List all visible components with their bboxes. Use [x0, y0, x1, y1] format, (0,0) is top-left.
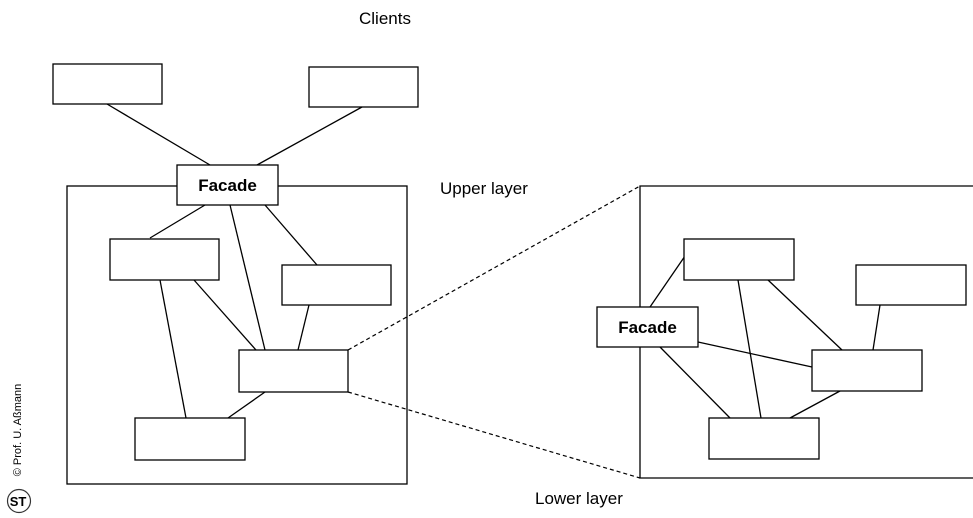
- lower-connection: [697, 341, 813, 368]
- upper-component-box: [134, 417, 246, 461]
- lower-component-box: [683, 238, 795, 281]
- zoom-line-bottom: [347, 391, 641, 479]
- lower-facade-box: [596, 306, 699, 348]
- upper-connection: [297, 304, 310, 351]
- upper-component-box: [238, 349, 349, 393]
- lower-component-box: [708, 417, 820, 460]
- lower-connection: [659, 346, 731, 419]
- lower-facade-label: Facade: [618, 318, 677, 337]
- client-box-left: [52, 63, 163, 105]
- upper-facade-label: Facade: [198, 176, 257, 195]
- lower-layer-label: Lower layer: [535, 489, 623, 508]
- st-logo-icon: ST: [6, 488, 32, 514]
- client-box-right: [308, 66, 419, 108]
- upper-layer-label: Upper layer: [440, 179, 528, 198]
- lower-component-box: [811, 349, 923, 392]
- client-left-connection: [106, 103, 211, 166]
- zoom-line-top: [347, 185, 641, 351]
- clients-label: Clients: [359, 9, 411, 28]
- upper-connection: [159, 279, 187, 419]
- lower-component-box: [855, 264, 967, 306]
- copyright-credit: © Prof. U. Aßmann: [12, 383, 24, 477]
- lower-connection: [767, 279, 843, 351]
- upper-component-box: [281, 264, 392, 306]
- upper-connection: [264, 204, 318, 266]
- upper-facade-box: [176, 164, 279, 206]
- lower-connection: [737, 279, 762, 419]
- lower-connection: [789, 390, 841, 419]
- upper-connection: [229, 204, 266, 351]
- upper-connection: [193, 279, 257, 351]
- logo-text: ST: [10, 494, 27, 509]
- upper-connection: [149, 204, 206, 239]
- upper-component-box: [109, 238, 220, 281]
- upper-connection: [227, 391, 266, 419]
- client-right-connection: [256, 106, 363, 166]
- lower-connection: [872, 304, 881, 351]
- lower-connection: [649, 255, 686, 308]
